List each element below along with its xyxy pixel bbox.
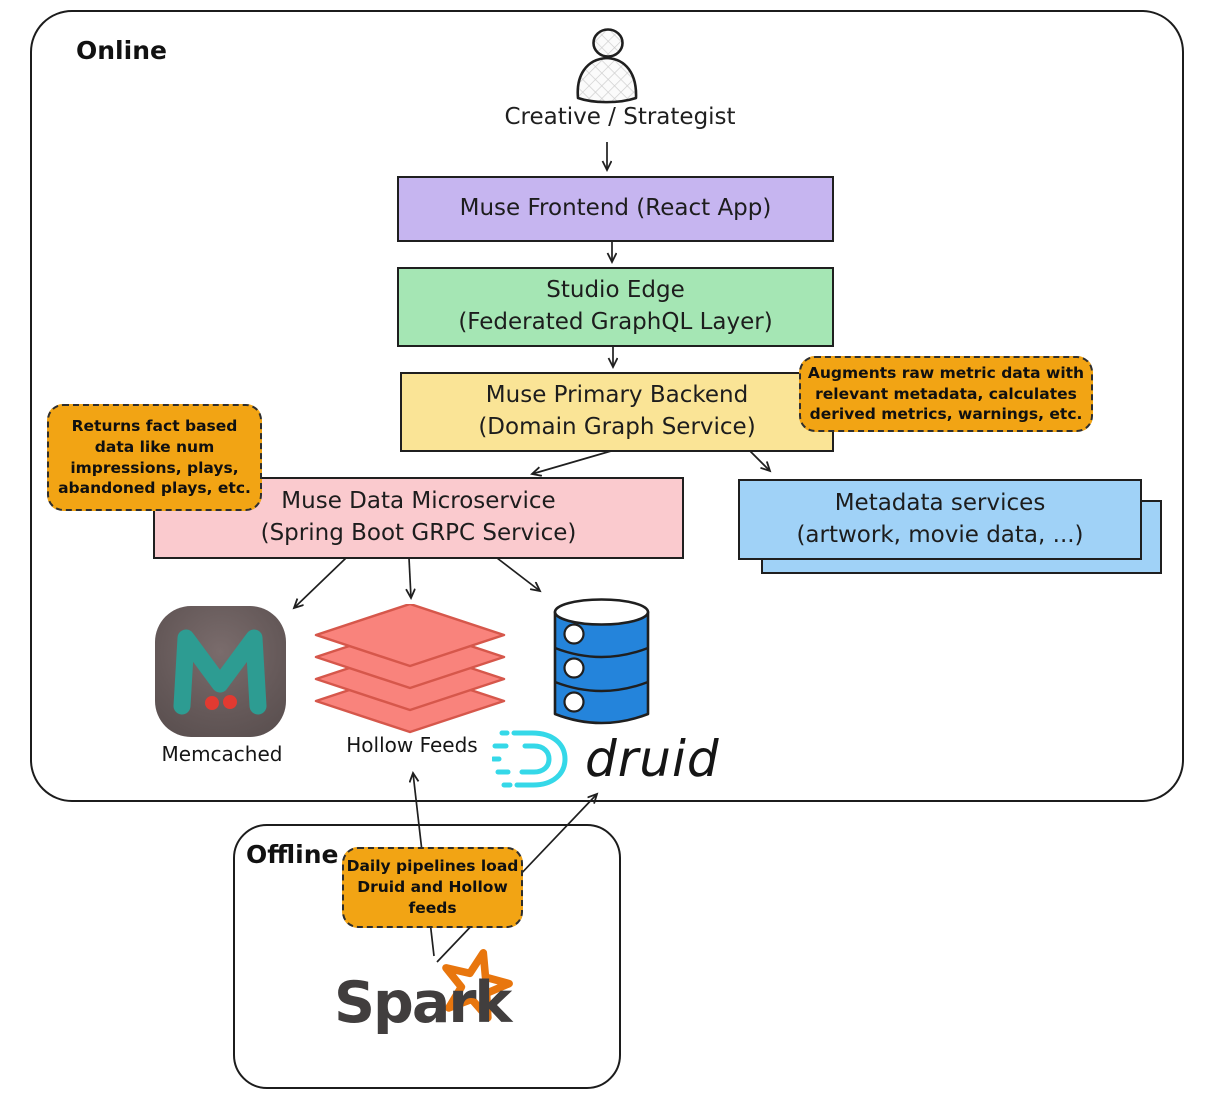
node-microservice-line2: (Spring Boot GRPC Service): [260, 520, 577, 546]
memcached-icon: [155, 606, 286, 737]
annotation-returns-line4: abandoned plays, etc.: [58, 479, 251, 498]
actor-label: Creative / Strategist: [504, 104, 736, 130]
node-studio-edge: Studio Edge (Federated GraphQL Layer): [397, 267, 834, 347]
node-studio-edge-line1: Studio Edge: [546, 277, 685, 304]
layers-icon: [314, 604, 506, 734]
spark-logo-text: Spark: [334, 970, 512, 1036]
annotation-augments: Augments raw metric data with relevant m…: [799, 356, 1093, 432]
node-metadata-line2: (artwork, movie data, ...): [796, 521, 1084, 548]
node-backend-line1: Muse Primary Backend: [485, 382, 749, 409]
annotation-returns-line3: impressions, plays,: [70, 458, 239, 477]
annotation-daily-line3: feeds: [408, 898, 457, 917]
annotation-daily-line1: Daily pipelines load: [346, 857, 519, 876]
online-zone: [30, 10, 1184, 802]
druid-logo-icon: [492, 730, 568, 788]
annotation-augments-line1: Augments raw metric data with: [807, 363, 1085, 382]
druid-logo: druid: [492, 726, 720, 792]
annotation-augments-line2: relevant metadata, calculates: [815, 384, 1077, 403]
person-icon: [576, 28, 638, 104]
annotation-returns-line2: data like num: [94, 437, 215, 456]
spark-star-icon: [442, 949, 513, 1022]
hollow-feeds-label: Hollow Feeds: [346, 733, 478, 757]
database-cylinder-icon: [553, 598, 650, 725]
annotation-augments-line3: derived metrics, warnings, etc.: [809, 405, 1083, 424]
node-microservice-line1: Muse Data Microservice: [281, 488, 556, 515]
node-metadata-line1: Metadata services: [834, 489, 1046, 516]
online-zone-label: Online: [76, 36, 167, 65]
annotation-returns-line1: Returns fact based: [71, 416, 238, 435]
node-muse-frontend: Muse Frontend (React App): [397, 176, 834, 242]
annotation-daily-line2: Druid and Hollow: [357, 878, 508, 897]
node-studio-edge-line2: (Federated GraphQL Layer): [458, 309, 773, 335]
annotation-returns: Returns fact based data like num impress…: [47, 404, 262, 511]
memcached-label: Memcached: [161, 742, 283, 766]
druid-logo-text: druid: [585, 730, 720, 788]
spark-logo: Spark: [332, 946, 532, 1056]
annotation-daily-pipelines: Daily pipelines load Druid and Hollow fe…: [342, 847, 523, 928]
node-muse-primary-backend: Muse Primary Backend (Domain Graph Servi…: [400, 372, 834, 452]
node-metadata-services: Metadata services (artwork, movie data, …: [738, 479, 1142, 560]
node-backend-line2: (Domain Graph Service): [478, 414, 756, 440]
offline-zone-label: Offline: [246, 840, 339, 869]
node-muse-frontend-label: Muse Frontend (React App): [459, 195, 772, 222]
memcached-monogram-icon: [173, 629, 267, 715]
